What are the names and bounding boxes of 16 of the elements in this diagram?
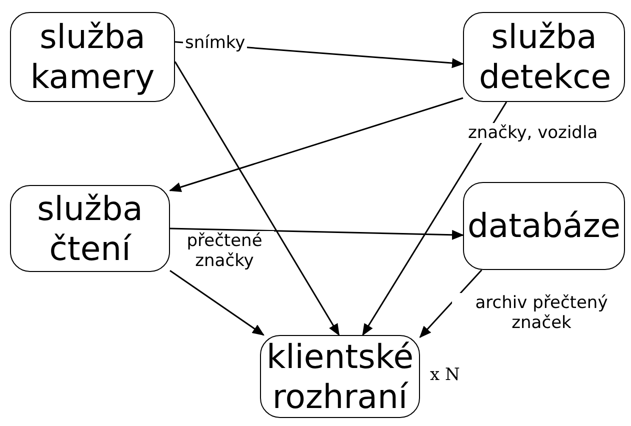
node-label: klientské rozhraní [265,336,415,416]
arrow [170,270,264,336]
arrow [169,97,464,192]
arrow [362,102,508,336]
service-box [10,185,170,272]
node-label: služba detekce [479,17,609,97]
node-label: databáze [467,206,621,246]
node-label: služba kamery [29,17,156,97]
arrow [419,270,482,338]
service-box [463,12,625,102]
arrow [170,228,464,240]
service-box [463,182,625,270]
arrow [174,61,340,336]
service-box [10,12,175,102]
node-label: služba čtení [36,188,144,268]
edge-label: snímky [183,33,248,53]
